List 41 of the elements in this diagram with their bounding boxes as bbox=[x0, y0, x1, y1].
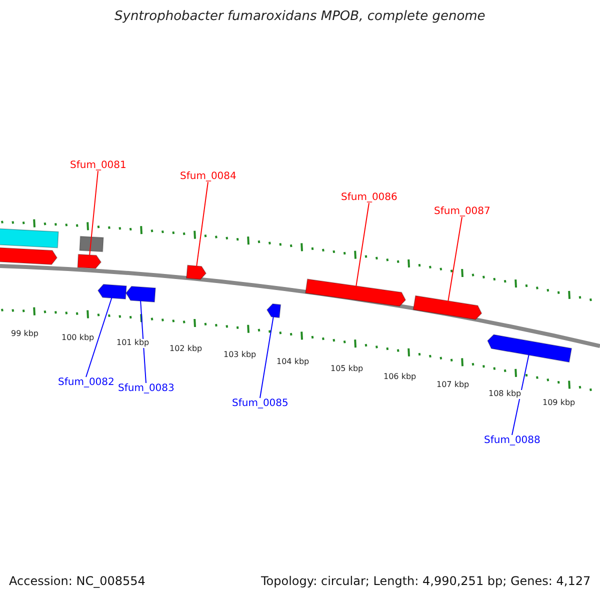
leader-line bbox=[356, 202, 370, 288]
gene-label: Sfum_0087 bbox=[434, 206, 490, 217]
gene-feature bbox=[487, 334, 572, 363]
gene-feature bbox=[97, 284, 127, 300]
scale-label: 107 kbp bbox=[436, 381, 470, 390]
scale-label: 109 kbp bbox=[542, 399, 576, 408]
scale-label: 101 kbp bbox=[116, 339, 150, 348]
leader-line bbox=[448, 216, 462, 302]
gene-feature bbox=[77, 254, 102, 269]
gene-feature bbox=[0, 246, 58, 265]
gene-label: Sfum_0081 bbox=[70, 160, 126, 171]
genome-info-text: Topology: circular; Length: 4,990,251 bp; Genes: 4,127 bbox=[261, 575, 591, 588]
gene-label: Sfum_0085 bbox=[232, 398, 288, 409]
gene-label: Sfum_0088 bbox=[484, 435, 540, 446]
scale-label: 99 kbp bbox=[10, 330, 40, 339]
scale-label: 104 kbp bbox=[276, 358, 310, 367]
leader-line bbox=[512, 354, 530, 436]
leader-line bbox=[89, 170, 98, 256]
accession-text: Accession: NC_008554 bbox=[9, 575, 146, 588]
leader-line bbox=[140, 300, 146, 384]
leader-line bbox=[260, 316, 274, 398]
gene-feature bbox=[412, 295, 482, 320]
gene-label: Sfum_0086 bbox=[341, 192, 398, 203]
scale-label: 106 kbp bbox=[382, 373, 418, 382]
gene-feature bbox=[0, 228, 59, 248]
scale-label: 103 kbp bbox=[222, 351, 258, 360]
scale-label: 100 kbp bbox=[60, 334, 96, 343]
scale-label: 102 kbp bbox=[168, 345, 204, 354]
gene-label: Sfum_0084 bbox=[180, 171, 236, 182]
gene-label: Sfum_0083 bbox=[118, 383, 174, 394]
gene-feature bbox=[266, 303, 282, 318]
gene-label: Sfum_0082 bbox=[58, 377, 114, 388]
leader-line bbox=[86, 296, 112, 378]
gene-feature bbox=[79, 236, 104, 252]
genome-title: Syntrophobacter fumaroxidans MPOB, complete genome bbox=[114, 10, 486, 24]
scale-label: 105 kbp bbox=[330, 365, 364, 374]
gene-feature bbox=[186, 264, 207, 280]
gene-feature bbox=[304, 278, 406, 307]
gene-feature bbox=[125, 286, 156, 303]
scale-label: 108 kbp bbox=[488, 390, 522, 399]
leader-line bbox=[196, 182, 208, 268]
